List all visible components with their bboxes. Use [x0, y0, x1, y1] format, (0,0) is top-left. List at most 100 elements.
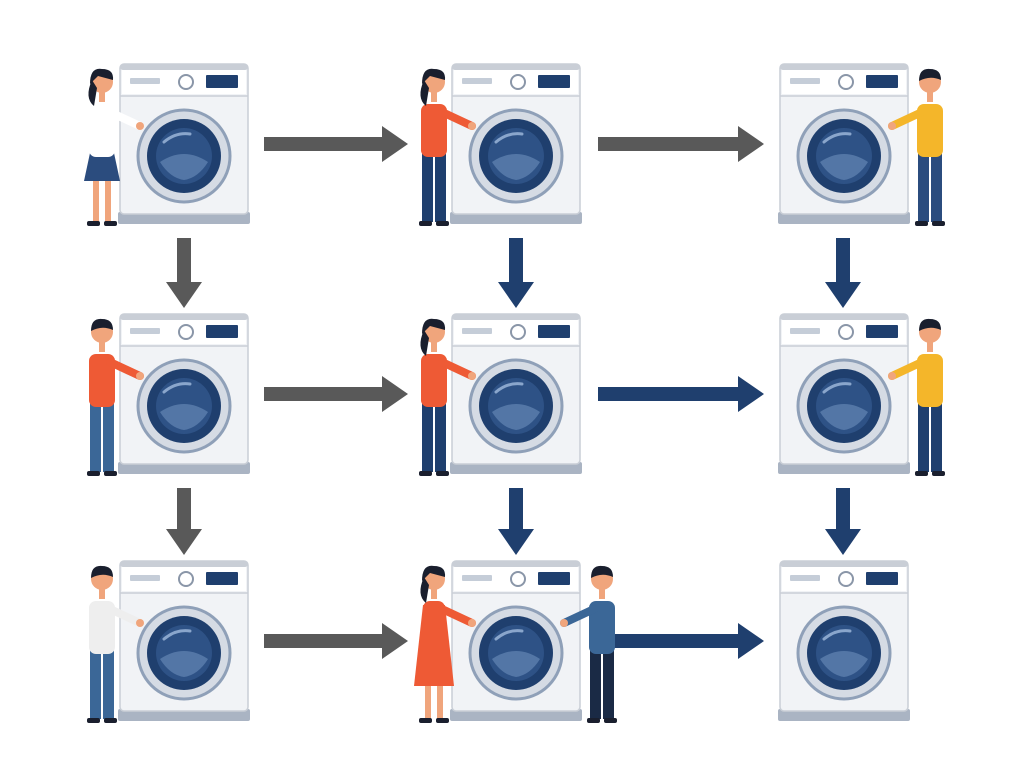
flow-arrow	[498, 488, 534, 555]
right-leg	[103, 403, 114, 472]
person	[888, 68, 945, 226]
detergent-drawer	[462, 78, 492, 84]
right-leg	[931, 403, 942, 472]
water-swirl	[820, 154, 868, 180]
washing-machine	[778, 313, 910, 474]
right-leg	[103, 650, 114, 719]
display-screen	[538, 325, 570, 338]
reaching-arm	[438, 108, 476, 130]
left-shoe	[87, 221, 100, 226]
left-leg	[422, 153, 433, 222]
hair	[919, 318, 941, 331]
machine-base	[450, 709, 582, 721]
hand	[888, 122, 896, 130]
dial-knob	[178, 571, 194, 587]
person	[560, 565, 617, 723]
right-shoe	[932, 221, 945, 226]
neck	[431, 589, 437, 599]
torso	[89, 354, 115, 407]
arrow-shape	[264, 376, 408, 412]
dial-knob	[510, 74, 526, 90]
arrow-shape	[166, 238, 202, 308]
torso	[89, 601, 115, 654]
machine-top-trim	[120, 561, 248, 567]
glass-highlight	[162, 629, 192, 641]
person	[419, 318, 476, 476]
arrows-layer	[166, 126, 861, 659]
washing-machine	[118, 63, 250, 224]
arrow-shape	[166, 488, 202, 555]
washing-machine	[118, 313, 250, 474]
display-screen	[206, 572, 238, 585]
glass-highlight	[162, 132, 192, 144]
glass-highlight	[822, 382, 852, 394]
right-leg	[105, 181, 111, 222]
station-r2c3	[778, 313, 945, 476]
water-swirl	[160, 154, 208, 180]
dial-knob	[838, 571, 854, 587]
reaching-arm	[106, 358, 144, 380]
machine-base	[118, 212, 250, 224]
torso	[917, 354, 943, 407]
hand	[468, 619, 476, 627]
hair	[919, 68, 941, 81]
arrow-shape	[498, 488, 534, 555]
detergent-drawer	[130, 78, 160, 84]
left-leg	[422, 403, 433, 472]
person	[419, 68, 476, 226]
detergent-drawer	[130, 575, 160, 581]
left-leg	[918, 403, 929, 472]
machine-base	[450, 462, 582, 474]
left-shoe	[419, 221, 432, 226]
dial-knob	[178, 74, 194, 90]
machine-base	[450, 212, 582, 224]
machine-base	[118, 709, 250, 721]
water-swirl	[492, 404, 540, 430]
right-leg	[931, 153, 942, 222]
glass-highlight	[822, 629, 852, 641]
arrow-shape	[825, 238, 861, 308]
neck	[99, 589, 105, 599]
glass-highlight	[494, 382, 524, 394]
reaching-arm	[106, 605, 144, 627]
machine-top-trim	[120, 64, 248, 70]
station-r3c3	[778, 560, 910, 721]
right-leg	[435, 403, 446, 472]
washing-machine	[778, 63, 910, 224]
dial-knob	[510, 571, 526, 587]
machine-base	[778, 212, 910, 224]
left-leg	[425, 686, 431, 719]
dial-knob	[510, 324, 526, 340]
glass-highlight	[494, 132, 524, 144]
machine-top-trim	[780, 561, 908, 567]
person	[87, 318, 144, 476]
machine-base	[778, 462, 910, 474]
left-shoe	[587, 718, 600, 723]
water-swirl	[492, 154, 540, 180]
arrow-shape	[598, 623, 764, 659]
person	[414, 565, 476, 723]
right-shoe	[104, 471, 117, 476]
person	[84, 68, 144, 226]
flow-arrow	[825, 488, 861, 555]
machine-base	[118, 462, 250, 474]
left-shoe	[915, 221, 928, 226]
dial-knob	[178, 324, 194, 340]
display-screen	[866, 325, 898, 338]
display-screen	[538, 572, 570, 585]
left-shoe	[419, 718, 432, 723]
hand	[136, 122, 144, 130]
hair	[422, 318, 446, 334]
hair	[91, 318, 113, 331]
person	[888, 318, 945, 476]
person	[87, 565, 144, 723]
arrow-shape	[498, 238, 534, 308]
hair	[591, 565, 613, 578]
right-shoe	[436, 221, 449, 226]
left-shoe	[87, 471, 100, 476]
machine-top-trim	[780, 64, 908, 70]
left-leg	[90, 650, 101, 719]
neck	[99, 342, 105, 352]
reaching-arm	[888, 108, 926, 130]
torso	[89, 104, 115, 157]
